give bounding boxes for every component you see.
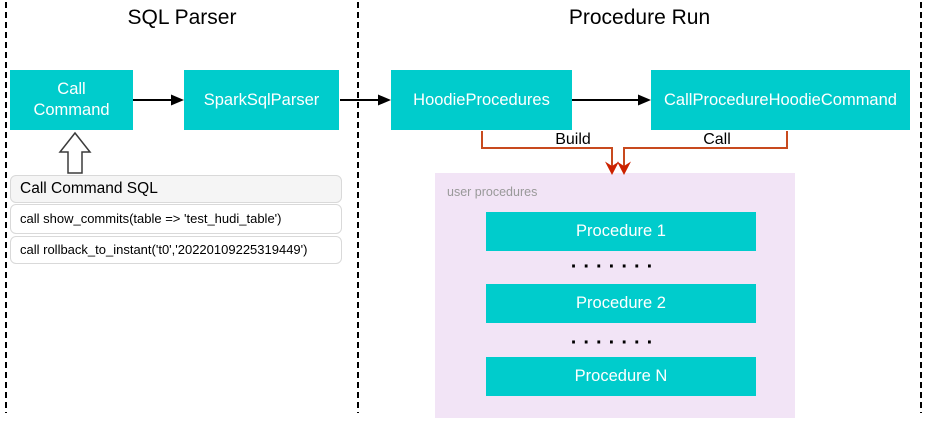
node-call-procedure-hoodie-command: CallProcedureHoodieCommand [651,70,910,130]
hollow-up-arrow [58,131,92,174]
sql-panel-header: Call Command SQL [10,175,342,203]
node-procedure-n-label: Procedure N [574,367,668,385]
section-title-sql-parser: SQL Parser [127,6,237,29]
node-procedure-2-label: Procedure 2 [576,294,666,312]
node-procedure-1: Procedure 1 [486,212,756,251]
arrowhead-sparksqlparser-to-hoodieprocedures [378,94,391,106]
sql-panel-row-show-commits: call show_commits(table => 'test_hudi_ta… [10,204,342,234]
edge-label-call: Call [703,131,731,148]
node-call-command-label: Call Command [33,80,110,119]
sql-panel-row-rollback: call rollback_to_instant('t0','202201092… [10,236,342,264]
node-call-command: Call Command [10,70,133,130]
user-procedures-panel: user procedures Procedure 1 ······· Proc… [435,173,795,418]
node-spark-sql-parser-label: SparkSqlParser [203,90,320,109]
arrowhead-hoodieprocedures-to-callprocedure [638,94,651,106]
ellipsis-dots-2: ······· [570,332,660,354]
node-procedure-n: Procedure N [486,357,756,396]
node-procedure-1-label: Procedure 1 [576,222,666,240]
ellipsis-dots-1: ······· [570,256,660,278]
node-hoodie-procedures: HoodieProcedures [391,70,572,130]
edge-label-build: Build [555,131,591,148]
node-hoodie-procedures-label: HoodieProcedures [413,90,550,109]
section-title-procedure-run: Procedure Run [568,6,711,29]
node-procedure-2: Procedure 2 [486,284,756,323]
node-call-procedure-hoodie-command-label: CallProcedureHoodieCommand [664,90,897,109]
user-procedures-label: user procedures [447,185,538,199]
node-spark-sql-parser: SparkSqlParser [184,70,339,130]
arrowhead-callcommand-to-sparksqlparser [171,94,184,106]
